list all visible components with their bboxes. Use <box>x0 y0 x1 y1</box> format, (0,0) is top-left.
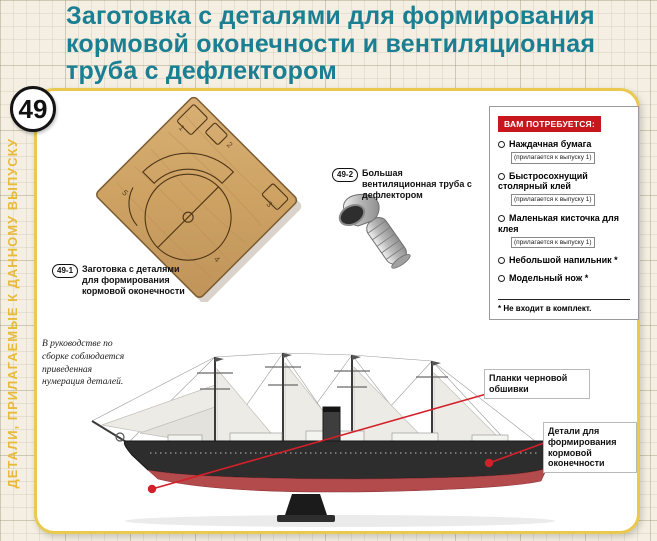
etched-number: 1 <box>177 123 187 133</box>
callout-leader-lines <box>147 392 545 494</box>
required-item: Модельный нож * <box>498 273 630 284</box>
you-will-need-title: ВАМ ПОТРЕБУЕТСЯ: <box>498 116 601 132</box>
circle-bullet-icon <box>498 141 505 148</box>
page-title-line-3: труба с дефлектором <box>66 57 337 85</box>
display-stand-base <box>277 515 335 522</box>
page-title-line-1: Заготовка с деталями для формирования <box>66 2 595 30</box>
required-item: Маленькая кисточка для клея (прилагается… <box>498 212 630 249</box>
required-item-note: (прилагается к выпуску 1) <box>511 236 595 249</box>
callout-planking: Планки черновой обшивки <box>484 369 590 399</box>
circle-bullet-icon <box>498 257 505 265</box>
required-item-note: (прилагается к выпуску 1) <box>511 151 595 164</box>
callout-dot <box>484 458 494 468</box>
etched-part-numbers: 1 2 3 4 5 <box>120 123 274 265</box>
required-item-name: Наждачная бумага <box>509 139 592 149</box>
circle-bullet-icon <box>498 275 505 283</box>
required-item-note: (прилагается к выпуску 1) <box>511 194 595 206</box>
required-item-name: Модельный нож * <box>509 273 589 284</box>
laser-cut-outlines <box>128 104 289 261</box>
side-vertical-label: ДЕТАЛИ, ПРИЛАГАЕМЫЕ К ДАННОМУ ВЫПУСКУ <box>5 138 20 489</box>
required-item-name: Маленькая кисточка для клея <box>498 212 619 234</box>
issue-number-badge: 49 <box>10 86 56 132</box>
part-label-49-1: 49-1 Заготовка с деталями для формирован… <box>52 264 200 296</box>
ship-funnel-cap <box>323 407 340 412</box>
display-stand <box>285 494 327 515</box>
numbering-note: В руководстве по сборке соблюдается прив… <box>42 339 125 388</box>
ship-illustration <box>91 352 556 527</box>
required-item: Быстросохнущий столярный клей (прилагает… <box>498 171 630 206</box>
callout-stern-parts: Детали для формирования кормовой оконечн… <box>543 422 637 474</box>
etched-number: 3 <box>264 200 274 210</box>
etched-number: 5 <box>120 188 130 198</box>
etched-number: 2 <box>225 140 235 150</box>
part-badge-49-1: 49-1 <box>52 264 79 278</box>
ship-pennants <box>215 353 441 366</box>
ship-hull-red-underside <box>147 467 548 493</box>
ventilation-tube-illustration <box>338 194 411 269</box>
part-label-49-2: 49-2 Большая вентиляционная труба с дефл… <box>332 168 484 200</box>
tube-mouth <box>338 203 366 227</box>
ship-shadow <box>125 515 555 527</box>
ship-rigging <box>91 352 536 444</box>
required-item: Небольшой напильник * <box>498 255 630 266</box>
ship-masts <box>91 353 433 447</box>
wood-sheet-illustration: 1 2 3 4 5 <box>96 96 302 302</box>
part-badge-49-2: 49-2 <box>332 168 359 182</box>
page-title: Заготовка с деталями для формирования ко… <box>66 2 654 86</box>
callout-dot <box>147 484 157 494</box>
you-will-need-footnote: * Не входит в комплект. <box>498 299 630 313</box>
page-title-line-2: кормовой оконечности и вентиляционная <box>66 29 596 58</box>
required-item: Наждачная бумага (прилагается к выпуску … <box>498 139 630 164</box>
tube-body <box>366 217 411 269</box>
circle-bullet-icon <box>498 214 505 222</box>
sheet-body: 1 2 3 4 5 <box>96 96 298 298</box>
part-text-49-1: Заготовка с деталями для формирования ко… <box>82 264 185 296</box>
required-item-name: Быстросохнущий столярный клей <box>498 170 588 192</box>
ship-yards <box>197 366 448 390</box>
required-item-name: Небольшой напильник * <box>509 255 618 266</box>
part-text-49-2: Большая вентиляционная труба с дефлектор… <box>362 168 472 200</box>
you-will-need-box: ВАМ ПОТРЕБУЕТСЯ: Наждачная бумага (прила… <box>489 106 639 320</box>
etched-number: 4 <box>212 255 222 265</box>
circle-bullet-icon <box>498 172 505 180</box>
bow-detail <box>115 432 125 442</box>
